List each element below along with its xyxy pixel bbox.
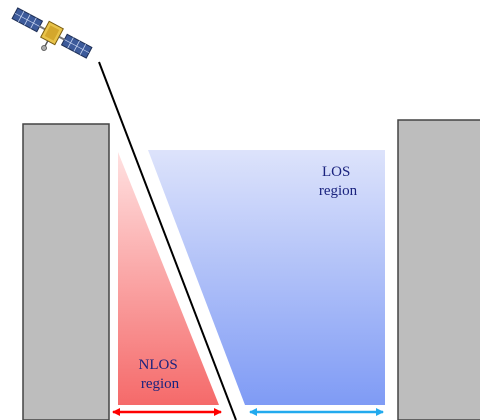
los-region — [148, 150, 385, 405]
los-label: LOS region — [319, 164, 358, 199]
left-building — [22, 123, 110, 420]
satellite-icon — [11, 7, 93, 59]
signal-line — [98, 61, 237, 420]
right-building — [397, 119, 480, 420]
nlos-region — [118, 152, 219, 405]
nlos-label: NLOS region — [139, 357, 182, 392]
